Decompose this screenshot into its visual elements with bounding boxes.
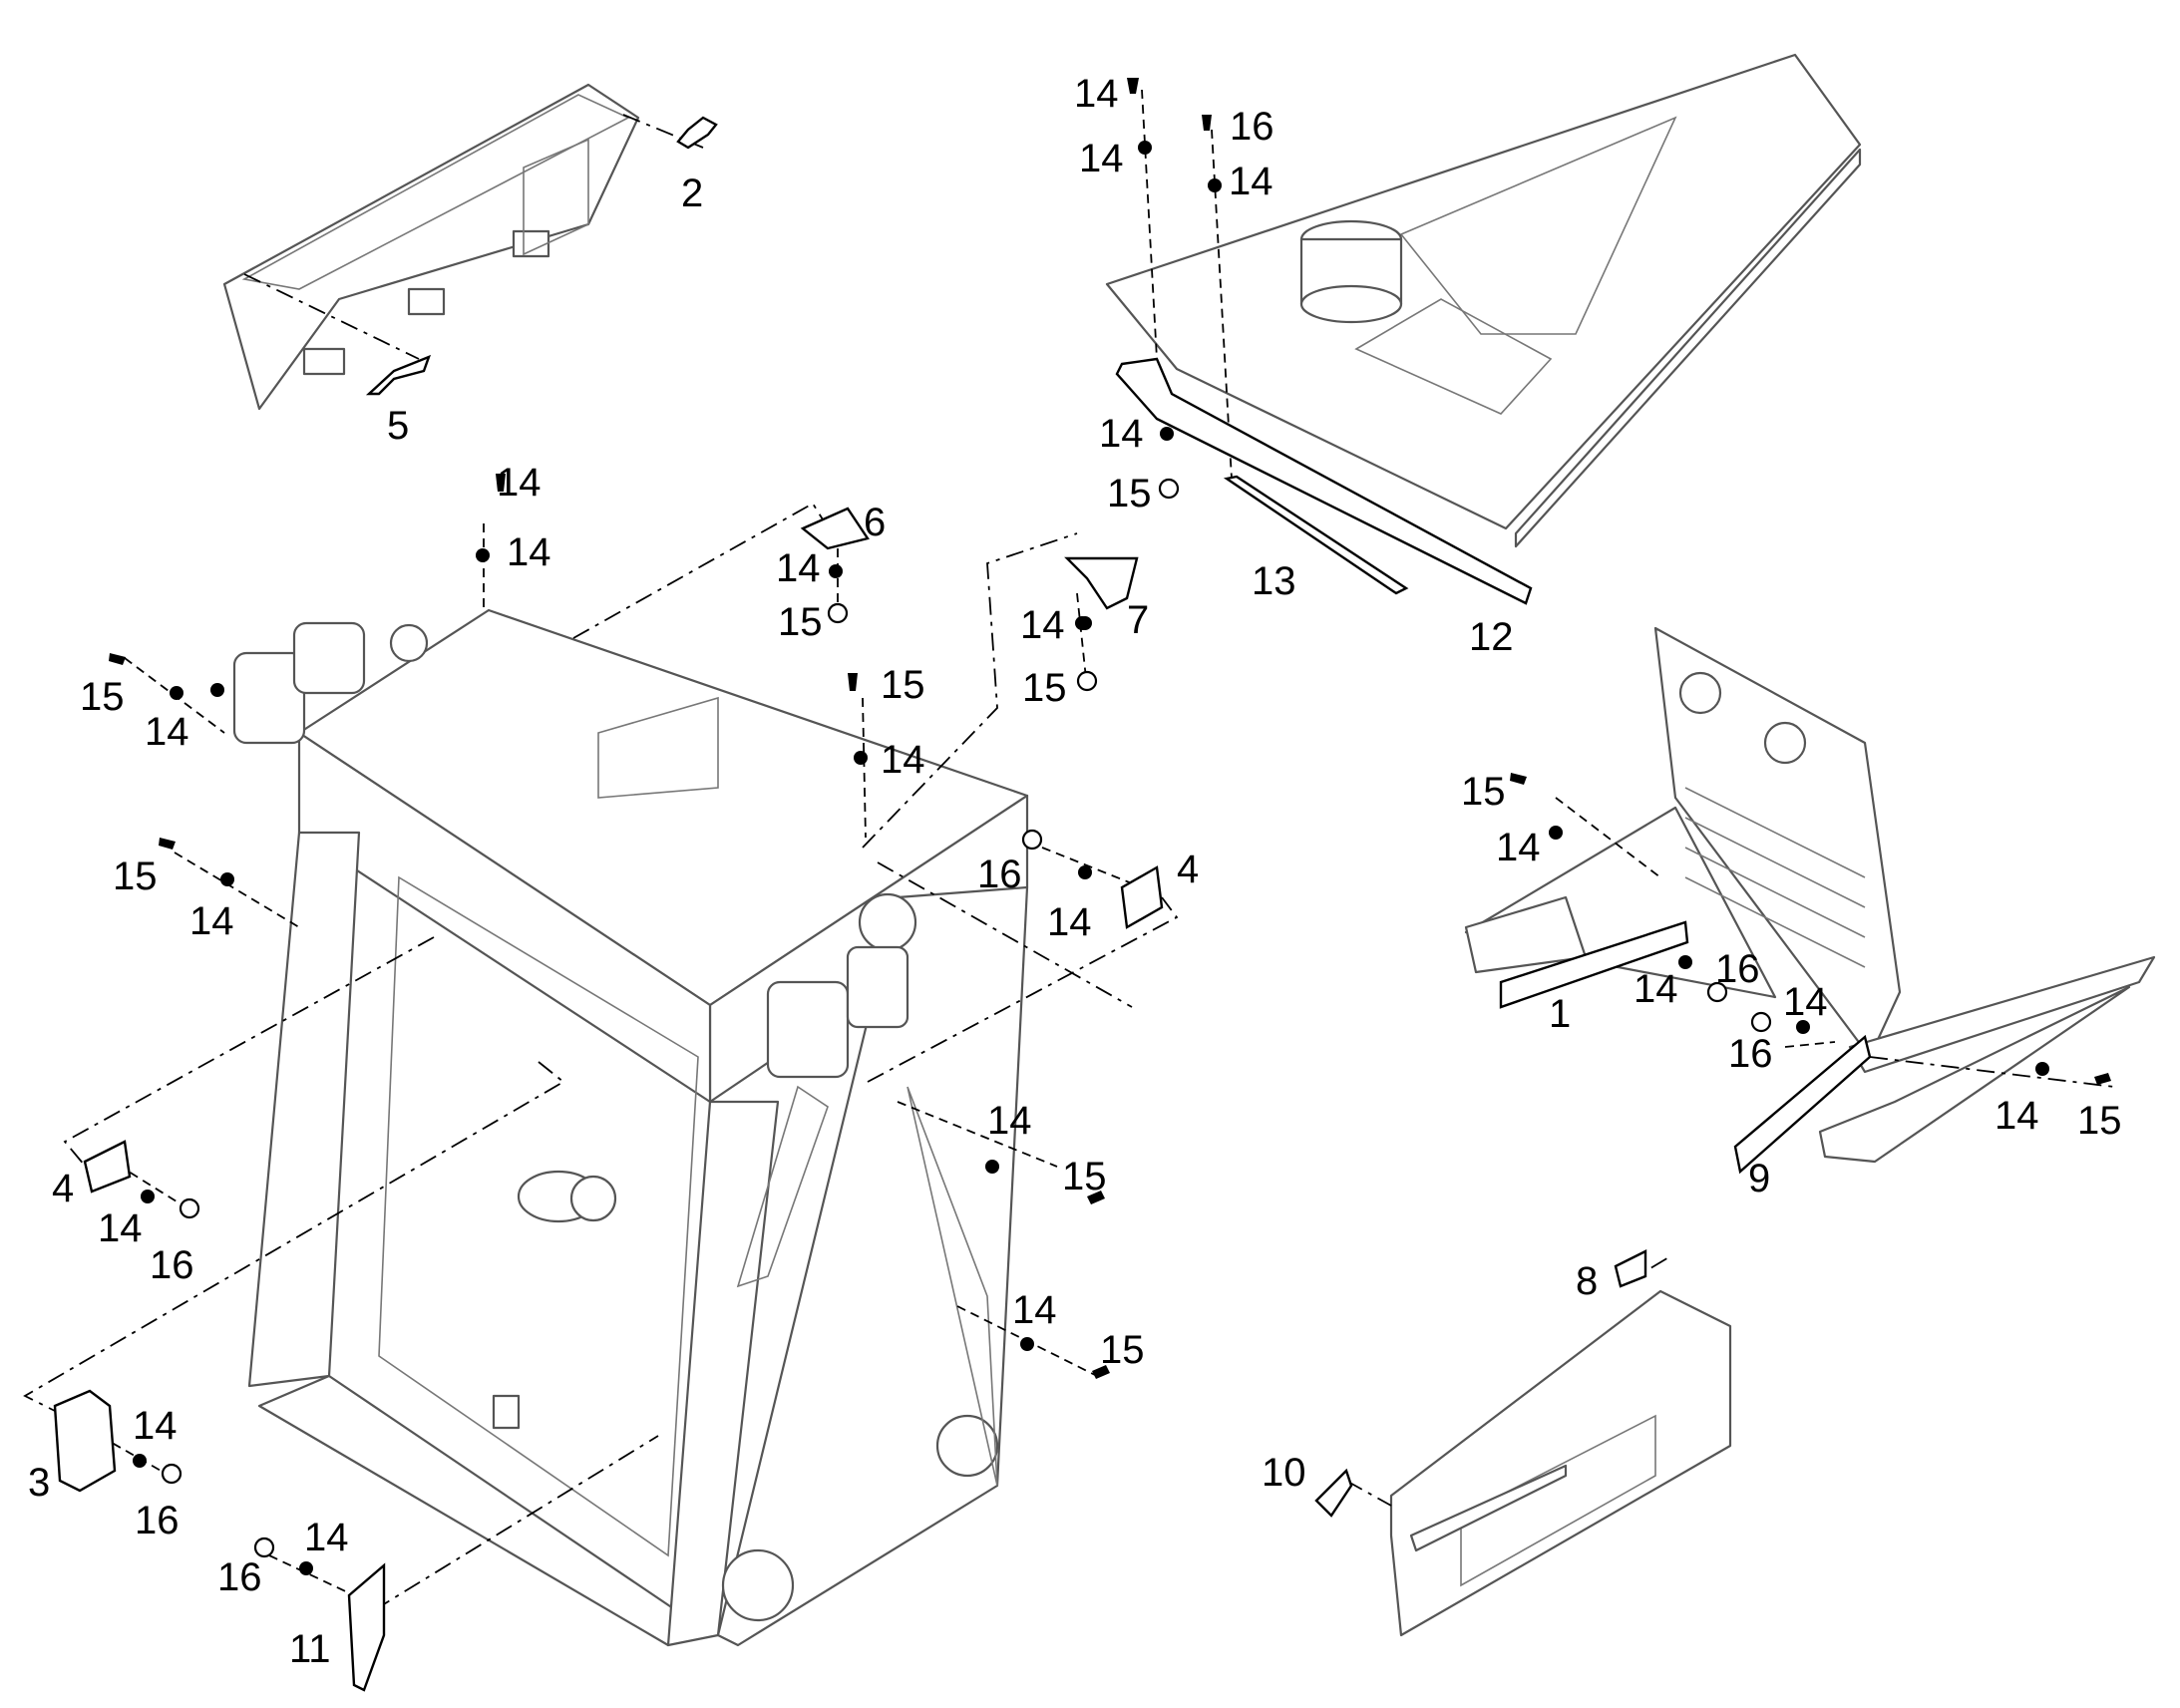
callout-15: 15	[1461, 770, 1506, 814]
callout-15: 15	[1100, 1328, 1145, 1372]
callout-14: 14	[881, 738, 925, 782]
strip-12	[1115, 357, 1533, 605]
bracket-4-left	[83, 1140, 132, 1194]
callout-7: 7	[1127, 598, 1149, 642]
callout-17: 16	[1230, 105, 1274, 149]
callout-14: 14	[776, 546, 821, 590]
callout-15: 14	[1074, 72, 1119, 116]
callout-14: 14	[1229, 160, 1273, 203]
callout-16: 16	[1715, 947, 1760, 991]
callout-labels: 1 2 3 4 4 5 6 7 8 9 10 11 12 13 14 14 14…	[28, 72, 2122, 1671]
callout-2: 2	[681, 171, 703, 215]
strip-9	[1733, 1034, 1872, 1175]
callout-14: 14	[1496, 826, 1541, 869]
callout-13: 13	[1252, 559, 1296, 603]
callout-16: 15	[1022, 666, 1067, 710]
strip-1	[1499, 920, 1689, 1009]
bracket-7	[1064, 556, 1139, 610]
callout-4: 4	[52, 1167, 74, 1210]
callout-14: 14	[1047, 900, 1092, 944]
callout-15: 15	[80, 675, 125, 719]
callout-12: 12	[1469, 615, 1514, 659]
bracket-2	[676, 116, 718, 150]
callout-14: 14	[189, 899, 234, 943]
top-left-panel	[222, 83, 640, 411]
callout-16: 16	[135, 1499, 180, 1542]
callout-14: 14	[98, 1206, 143, 1250]
callout-15: 15	[881, 663, 925, 707]
callout-14: 14	[1783, 980, 1828, 1024]
bracket-3	[53, 1389, 117, 1493]
bracket-8	[1614, 1249, 1647, 1288]
callout-14: 14	[304, 1516, 349, 1559]
bracket-10	[1314, 1468, 1353, 1518]
callout-10: 10	[1262, 1451, 1306, 1495]
callout-16: 16	[1728, 1032, 1773, 1076]
callout-14: 14	[1634, 967, 1678, 1011]
callout-14: 14	[133, 1404, 178, 1448]
callout-14: 14	[987, 1099, 1032, 1143]
callout-16: 15	[778, 600, 823, 644]
bracket-5	[365, 354, 432, 396]
callout-15: 15	[2077, 1099, 2122, 1143]
bracket-6	[800, 507, 870, 550]
bottom-right-panel	[1389, 1289, 1732, 1637]
bracket-4-right	[1120, 865, 1164, 929]
callout-14: 14	[1012, 1288, 1057, 1332]
callout-14: 14	[1020, 603, 1065, 647]
callout-8: 8	[1576, 1259, 1598, 1303]
small-parts	[53, 78, 2111, 1692]
bracket-11	[347, 1562, 386, 1692]
top-right-cover	[1105, 53, 1862, 548]
callout-16: 16	[217, 1555, 262, 1599]
callout-3: 3	[28, 1461, 50, 1505]
callout-9: 9	[1748, 1157, 1770, 1200]
callout-16: 16	[150, 1243, 194, 1287]
right-backrest-frame	[1464, 626, 2156, 1164]
callout-16: 16	[977, 853, 1022, 896]
callout-11: 11	[289, 1627, 331, 1671]
callout-14: 14	[1099, 412, 1144, 456]
callout-14: 14	[145, 710, 189, 754]
callout-14: 14	[1995, 1094, 2039, 1138]
callout-5: 5	[387, 404, 409, 448]
callout-4: 4	[1177, 848, 1199, 891]
callout-15: 15	[1062, 1155, 1107, 1198]
callout-6: 6	[864, 501, 886, 544]
main-frame	[232, 608, 1029, 1647]
callout-1: 1	[1549, 992, 1571, 1036]
callout-15: 15	[113, 854, 158, 898]
callout-15: 14	[497, 461, 542, 505]
callout-14: 14	[1079, 137, 1124, 180]
strip-13	[1223, 475, 1409, 595]
callout-16: 15	[1107, 472, 1152, 515]
callout-14: 14	[507, 530, 551, 574]
